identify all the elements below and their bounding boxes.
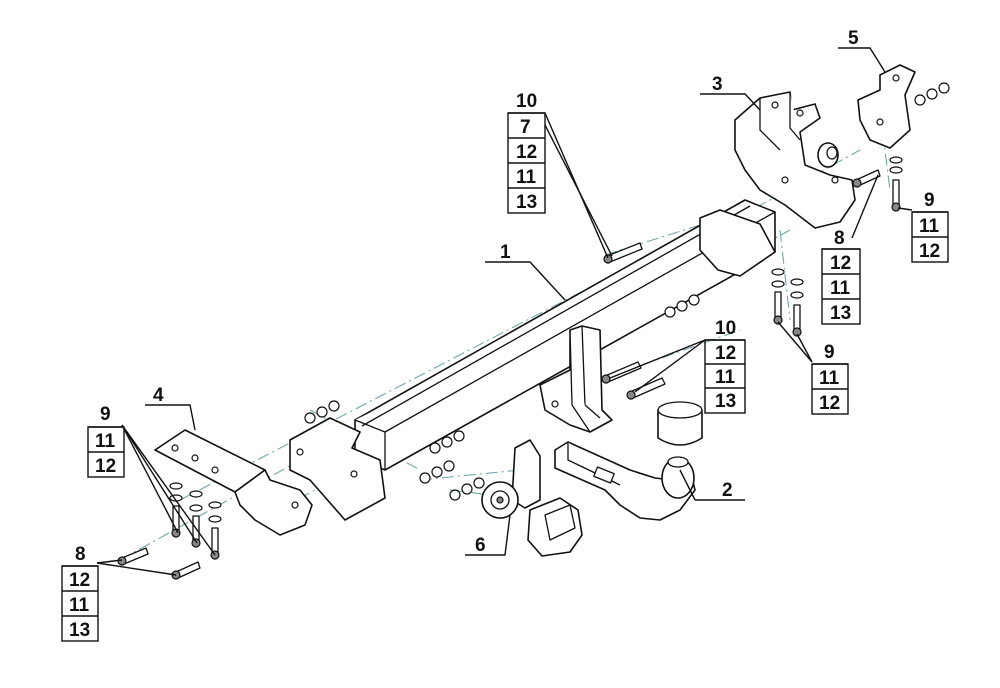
callout-center-right: 10 12 11 13 (704, 318, 746, 414)
callout-left-lower: 8 12 11 13 (61, 544, 99, 642)
tow-ball-mount-part-2 (554, 401, 703, 521)
callout-right-middle-row-3: 13 (830, 303, 851, 324)
callout-right-lower-row-1: 11 (819, 368, 840, 389)
callout-left-upper-row-1: 11 (95, 431, 116, 452)
label-part-4: 4 (153, 385, 164, 406)
main-crossbeam-part-1 (289, 199, 776, 521)
callout-top-center-header: 10 (516, 91, 537, 112)
callout-top-center-row-3: 11 (516, 167, 537, 188)
callout-top-center-row-4: 13 (516, 192, 537, 213)
label-part-5: 5 (848, 28, 859, 49)
callout-left-upper-header: 9 (100, 404, 111, 425)
label-part-2: 2 (722, 480, 733, 501)
electrical-socket-part-6 (481, 439, 583, 557)
hardware-fasteners (117, 82, 950, 580)
callout-right-upper: 9 11 12 (911, 190, 949, 263)
callout-right-middle: 8 12 11 13 (821, 228, 861, 325)
callout-center-right-row-1: 12 (715, 343, 736, 364)
label-part-6: 6 (475, 535, 486, 556)
small-bracket-part-5 (857, 64, 916, 149)
callout-center-right-row-2: 11 (715, 367, 736, 388)
leader-lines (96, 47, 913, 576)
callout-right-middle-header: 8 (834, 228, 845, 249)
callout-right-lower-row-2: 12 (819, 393, 840, 414)
callout-left-upper: 9 11 12 (87, 404, 125, 478)
callout-left-lower-row-1: 12 (69, 570, 90, 591)
callout-top-center-row-1: 7 (520, 117, 531, 138)
part-labels: 1 2 3 4 5 6 (153, 28, 859, 556)
callout-right-upper-row-1: 11 (919, 216, 940, 237)
callout-right-upper-header: 9 (924, 190, 935, 211)
left-side-bracket-part-4 (154, 429, 313, 536)
callout-right-middle-row-2: 11 (830, 278, 851, 299)
callout-top-center-row-2: 12 (516, 142, 537, 163)
callout-center-right-row-3: 13 (715, 391, 736, 412)
callout-left-lower-row-2: 11 (69, 595, 90, 616)
callout-left-lower-row-3: 13 (69, 620, 90, 641)
callout-top-center: 10 7 12 11 13 (507, 91, 546, 214)
callout-left-lower-header: 8 (75, 544, 86, 565)
callout-right-lower: 9 11 12 (811, 342, 849, 415)
callout-right-middle-row-1: 12 (830, 253, 851, 274)
right-side-bracket-part-3 (734, 91, 856, 229)
callout-right-lower-header: 9 (824, 342, 835, 363)
label-part-1: 1 (500, 242, 511, 263)
callout-left-upper-row-2: 12 (95, 456, 116, 477)
callout-center-right-header: 10 (715, 318, 736, 339)
callout-right-upper-row-2: 12 (919, 241, 940, 262)
label-part-3: 3 (712, 74, 723, 95)
